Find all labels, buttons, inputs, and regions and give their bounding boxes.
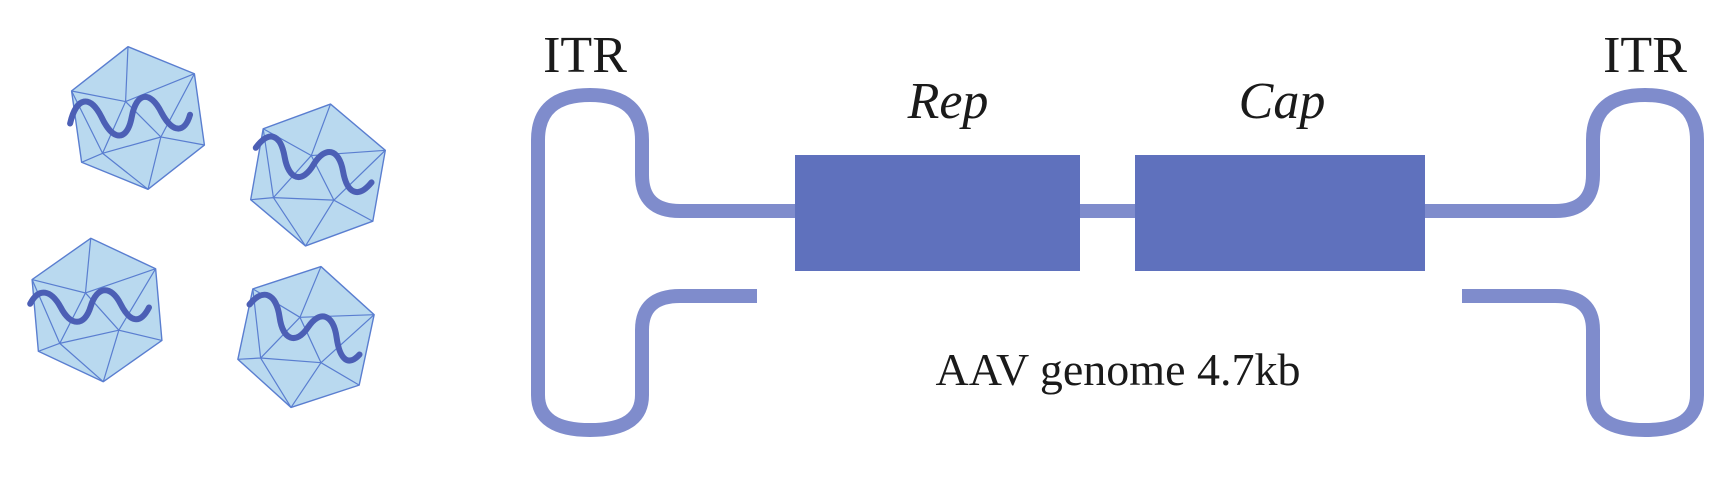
itr-left-hairpin (531, 87, 795, 438)
rep-label: Rep (907, 73, 989, 130)
capsid-4 (237, 265, 375, 409)
capsid-2 (249, 103, 387, 247)
itr-right-label: ITR (1603, 27, 1687, 84)
cap-label: Cap (1239, 73, 1326, 130)
itr-left-label: ITR (543, 27, 627, 84)
rep-gene-block (795, 155, 1080, 271)
itr-right-hairpin (1420, 87, 1704, 438)
capsid-1 (67, 46, 206, 190)
capsid-group (27, 46, 387, 409)
capsid-3 (27, 237, 163, 383)
genome-size-label: AAV genome 4.7kb (935, 344, 1300, 395)
cap-gene-block (1135, 155, 1425, 271)
aav-genome-schematic: ITR ITR Rep Cap AAV genome 4.7kb (531, 27, 1704, 438)
